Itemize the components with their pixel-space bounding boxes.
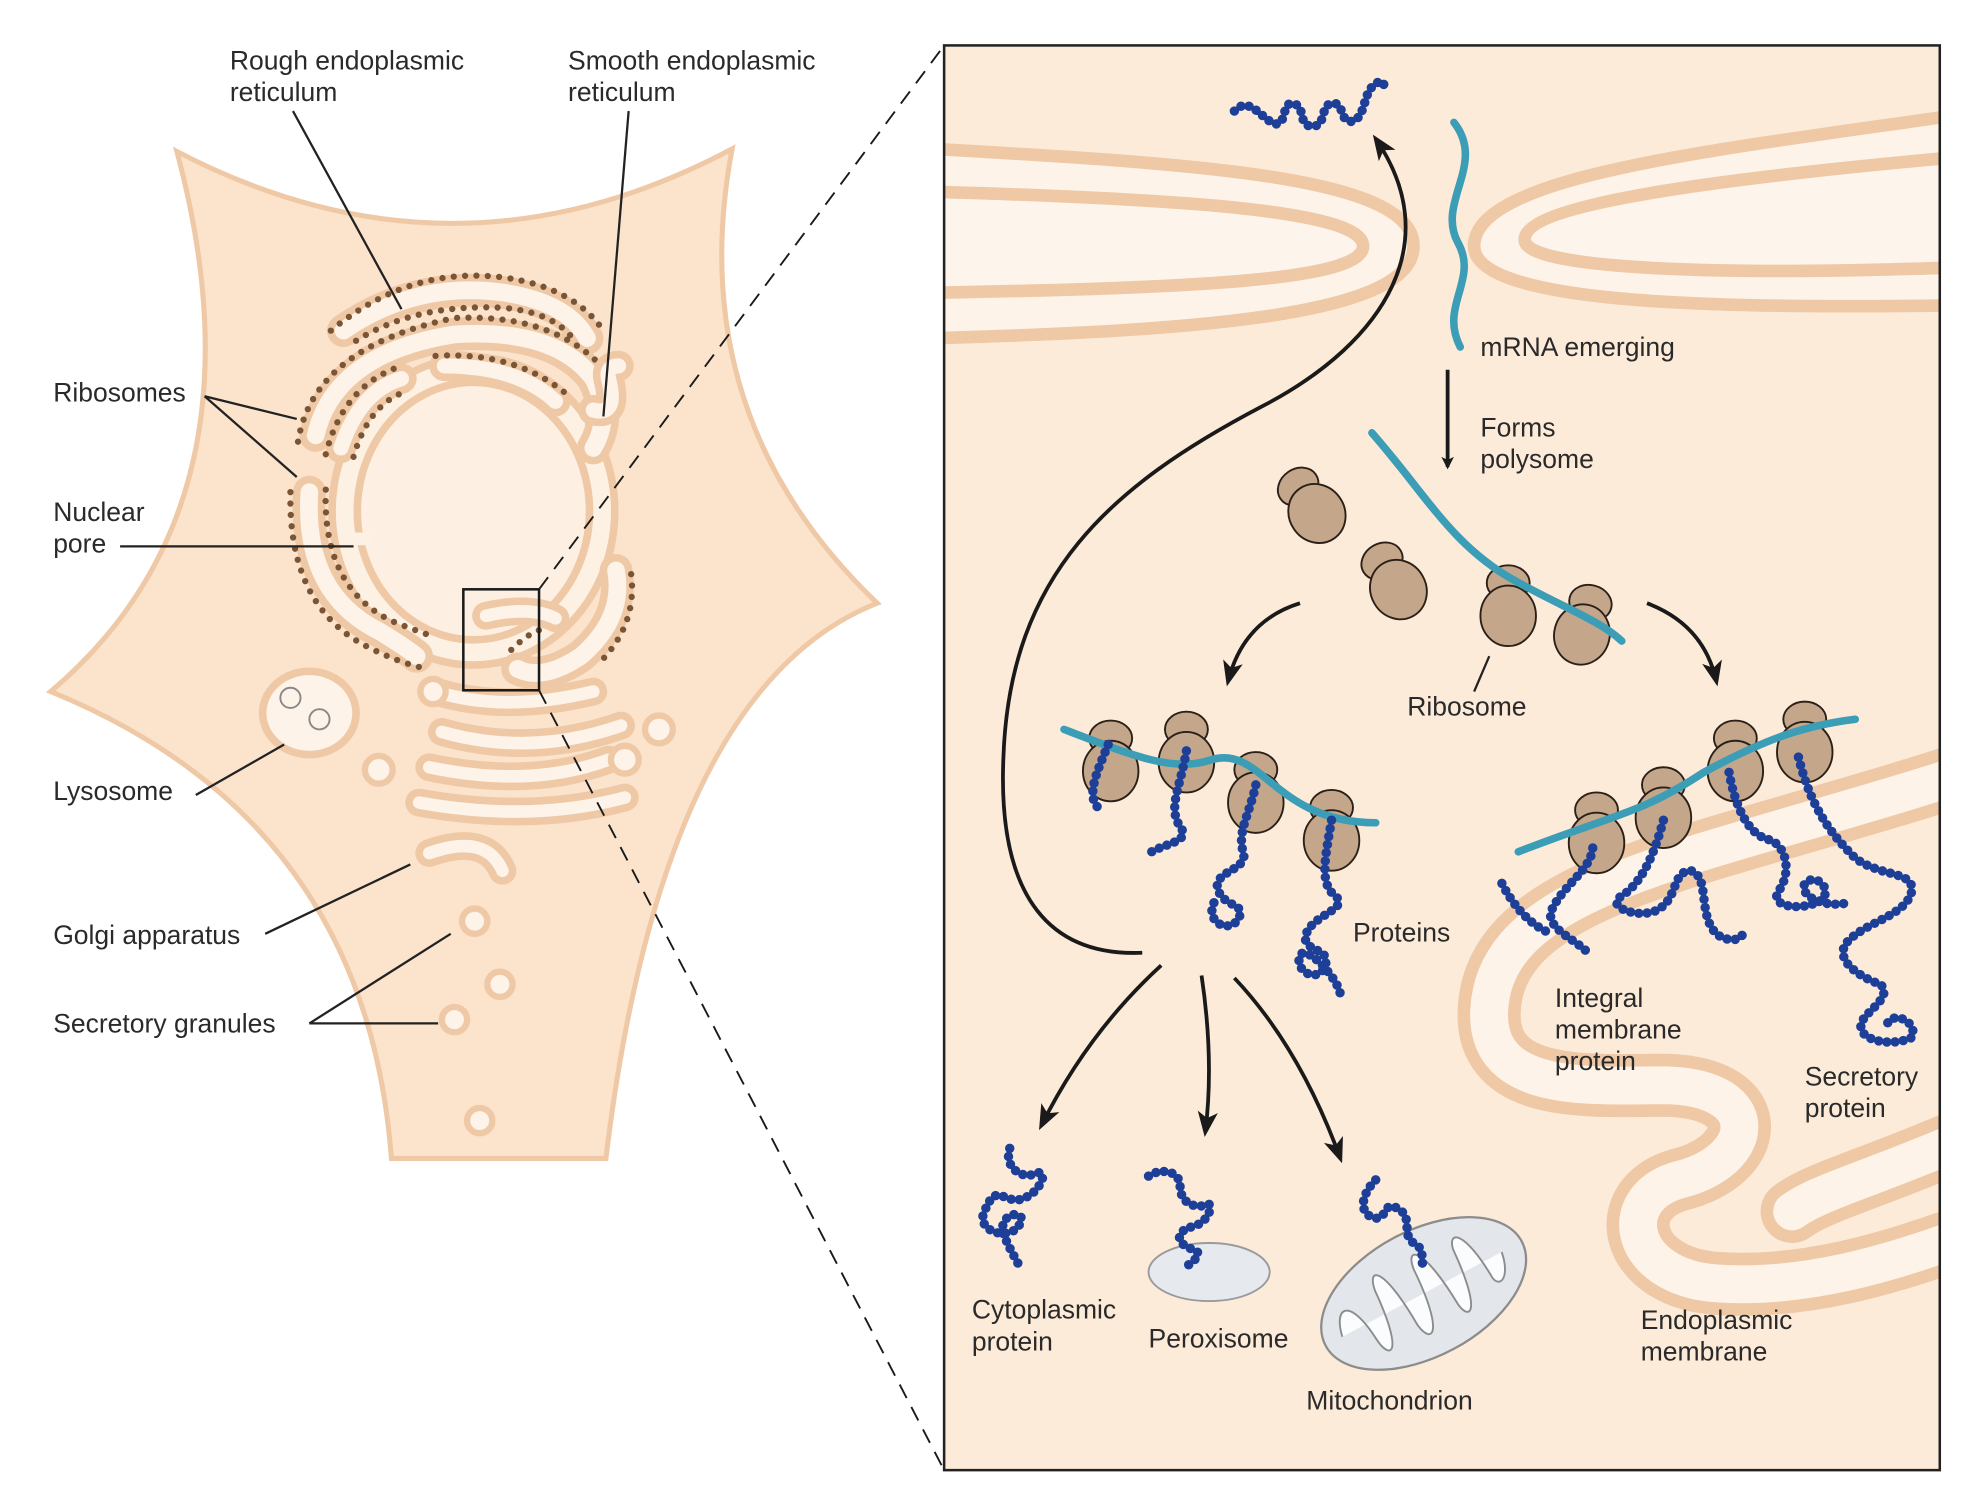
branch-arrow-left — [1223, 601, 1301, 687]
golgi-apparatus — [405, 677, 639, 885]
er-polysome-mrna — [1514, 715, 1860, 856]
mitochondrial-protein — [1358, 1175, 1429, 1273]
vesicles — [361, 675, 676, 1137]
ribosome — [1157, 710, 1216, 794]
label-ribosomes: Ribosomes — [53, 377, 186, 407]
peroxisomal-protein — [1143, 1166, 1215, 1273]
label-golgi: Golgi apparatus — [53, 920, 240, 950]
mrna-emerging-strand — [1448, 118, 1470, 351]
lysosome — [258, 667, 360, 759]
exported-protein — [1229, 76, 1389, 131]
zoom-dashed-line-bottom — [538, 689, 945, 1471]
branch-arrow-right — [1646, 601, 1722, 687]
label-proteins: Proteins — [1353, 917, 1450, 947]
endoplasmic-membrane — [1457, 748, 1940, 1316]
label-lysosome: Lysosome — [53, 776, 173, 806]
nuclear-pore-gap — [340, 532, 374, 546]
ribosome — [1360, 541, 1428, 621]
arrow-to-peroxisome — [1197, 975, 1218, 1137]
arrow-to-mitochondrion — [1232, 976, 1343, 1164]
vesicle — [417, 675, 449, 708]
label-mrna-emerging: mRNA emerging — [1480, 332, 1674, 362]
polysome-mrna — [1368, 429, 1626, 645]
vesicle — [641, 712, 676, 747]
label-ribosome: Ribosome — [1407, 692, 1526, 722]
er-polysome-proteins — [1497, 752, 1918, 1047]
cell — [45, 44, 945, 1471]
zoom-region-box — [462, 588, 541, 692]
cytoplasmic-protein — [978, 1143, 1048, 1270]
secretory-granule — [463, 1104, 496, 1137]
label-peroxisome: Peroxisome — [1149, 1324, 1289, 1354]
label-secretory-granules: Secretory granules — [53, 1008, 275, 1038]
peroxisome — [1147, 1242, 1271, 1302]
secretory-granule — [438, 1003, 471, 1036]
zoom-dashed-line-top — [538, 44, 945, 590]
secretory-granule — [484, 968, 516, 1001]
free-polysome-mrna — [1060, 725, 1380, 827]
ribosome — [1276, 466, 1347, 544]
free-polysome-proteins — [1088, 739, 1346, 1000]
arrow-to-cytoplasm — [1039, 963, 1163, 1131]
mitochondrion — [1320, 1216, 1528, 1371]
export-arrow — [1001, 134, 1408, 955]
nucleus — [328, 353, 619, 669]
vesicle — [607, 742, 642, 777]
vesicle — [361, 752, 396, 787]
detail-panel-border — [942, 44, 1942, 1472]
nuclear-envelope — [944, 111, 1940, 345]
label-mitochondrion: Mitochondrion — [1306, 1386, 1472, 1416]
secretory-granule — [458, 905, 491, 937]
